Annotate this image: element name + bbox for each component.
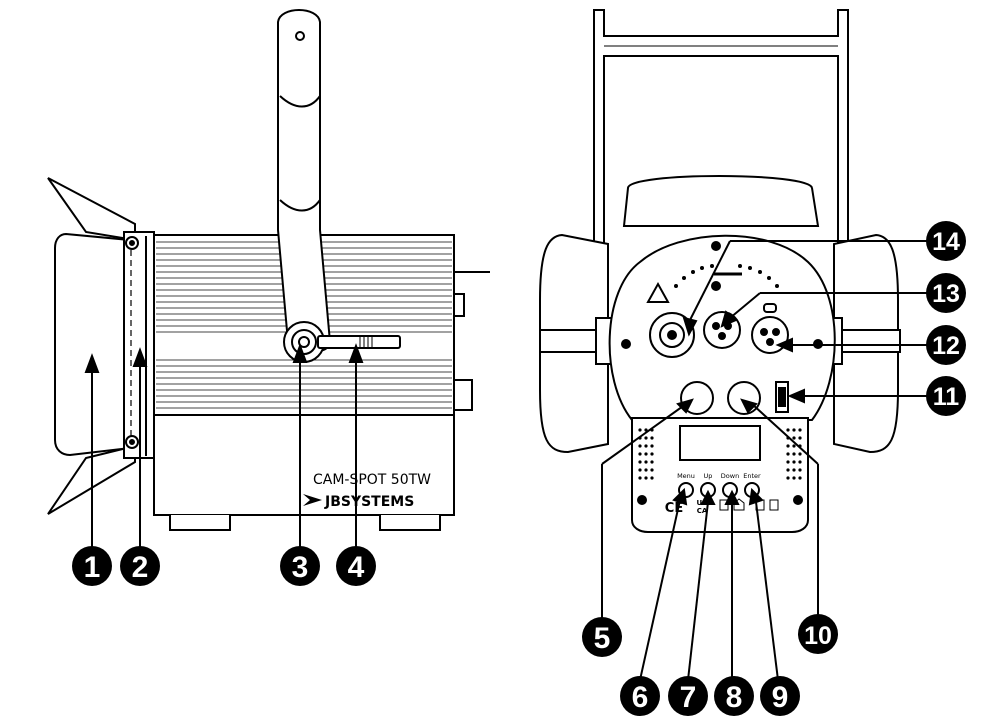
- callout-3: 3: [280, 546, 320, 586]
- svg-text:2: 2: [132, 551, 149, 584]
- tilt-knob-left: [539, 329, 601, 353]
- svg-text:5: 5: [594, 622, 611, 655]
- menu-label: Menu: [677, 472, 695, 480]
- svg-text:10: 10: [804, 622, 832, 650]
- callout-9: 9: [760, 676, 800, 716]
- barndoor-top-flap: [47, 177, 136, 242]
- lcd-display: [679, 425, 761, 461]
- hot-surface-warning-icon: [646, 281, 670, 303]
- svg-text:12: 12: [932, 332, 960, 360]
- ukca-mark-bottom: CA: [697, 507, 708, 515]
- focus-handle: [317, 335, 401, 349]
- up-label: Up: [704, 472, 713, 480]
- dial-right: [727, 381, 761, 415]
- svg-text:4: 4: [348, 551, 365, 584]
- model-label: CAM-SPOT 50TW: [313, 472, 431, 488]
- down-label: Down: [721, 472, 739, 480]
- callout-14: 14: [926, 221, 966, 261]
- callout-2: 2: [120, 546, 160, 586]
- enter-label: Enter: [743, 472, 761, 480]
- svg-text:11: 11: [933, 383, 960, 411]
- top-handle: [622, 175, 820, 227]
- svg-text:3: 3: [292, 551, 309, 584]
- svg-text:6: 6: [632, 681, 649, 714]
- side-view: [47, 9, 490, 531]
- yoke-arm: [277, 9, 332, 354]
- callout-11: 11: [926, 376, 966, 416]
- svg-text:14: 14: [932, 228, 960, 256]
- callout-13: 13: [926, 273, 966, 313]
- ip-rating-icon: [769, 499, 779, 511]
- tilt-knob-right: [839, 329, 901, 353]
- callout-12: 12: [926, 325, 966, 365]
- svg-text:1: 1: [84, 551, 101, 584]
- barndoor-front-panel: [54, 232, 131, 457]
- callouts: 1 2 3 4 5 6 7 8 9 10 11 12 13 14: [72, 221, 966, 716]
- foot-rear: [379, 515, 441, 531]
- svg-text:8: 8: [726, 681, 743, 714]
- callout-8: 8: [714, 676, 754, 716]
- lower-housing: [153, 414, 455, 516]
- callout-10: 10: [798, 614, 838, 654]
- callout-7: 7: [668, 676, 708, 716]
- dmx-in-connector: [703, 311, 741, 349]
- brand-name: JBSYSTEMS: [324, 494, 414, 510]
- ce-mark: CE: [665, 501, 683, 516]
- callout-1: 1: [72, 546, 112, 586]
- svg-text:7: 7: [680, 681, 697, 714]
- callout-4: 4: [336, 546, 376, 586]
- callout-5: 5: [582, 617, 622, 657]
- rear-view: [539, 9, 901, 533]
- svg-text:9: 9: [772, 681, 789, 714]
- brand-logo: JBSYSTEMS: [303, 494, 414, 510]
- svg-text:13: 13: [932, 280, 960, 308]
- callout-6: 6: [620, 676, 660, 716]
- foot-front: [169, 515, 231, 531]
